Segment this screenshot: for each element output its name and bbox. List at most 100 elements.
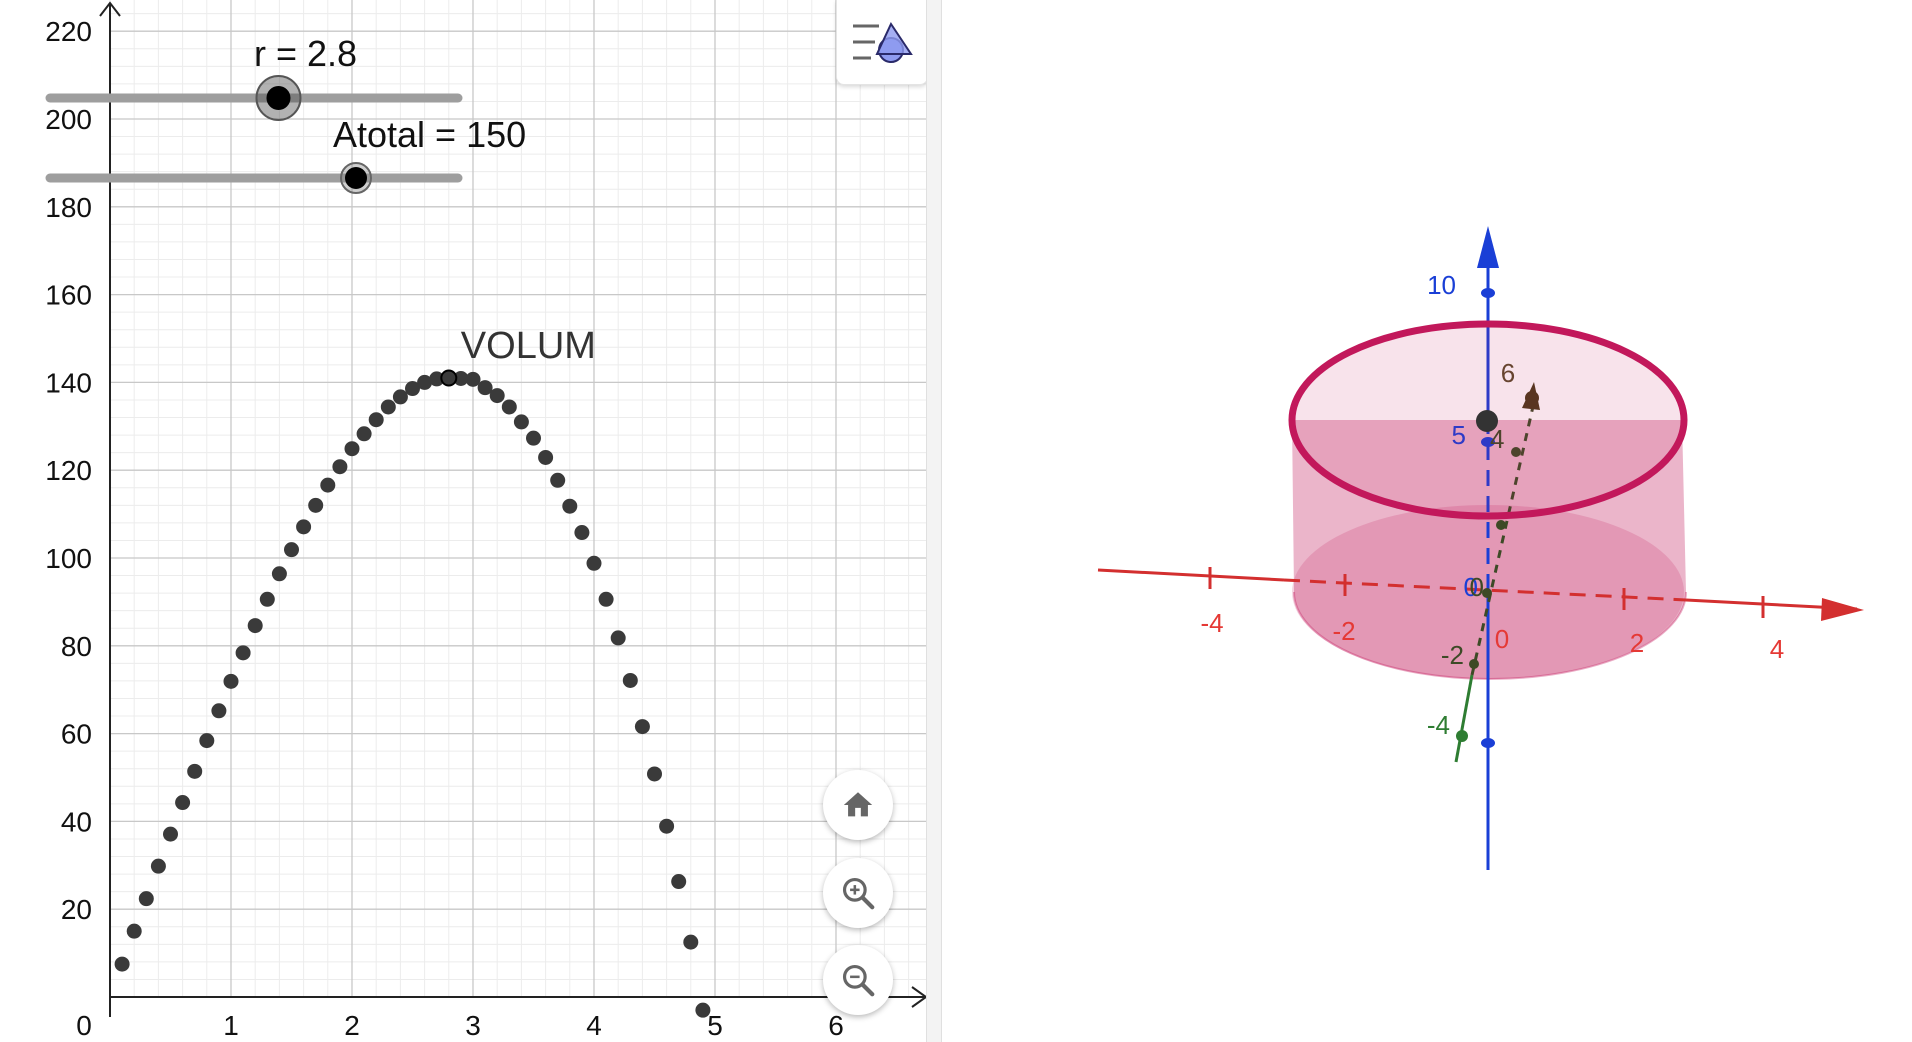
volume-point	[562, 498, 578, 514]
volume-point	[199, 733, 215, 749]
volume-point	[513, 414, 529, 430]
volume-point	[405, 381, 420, 397]
volume-point	[622, 672, 638, 688]
volume-point	[392, 389, 408, 405]
slider-r[interactable]: r = 2.8	[45, 33, 463, 121]
x-tick-label-neg4: -4	[1200, 608, 1223, 638]
major-grid	[110, 0, 934, 997]
y-tick-label-80: 80	[61, 631, 92, 662]
x-tick-label-3: 3	[465, 1010, 481, 1041]
slider-atotal-handle[interactable]	[345, 167, 367, 189]
volume-point	[235, 645, 251, 661]
volume-point	[247, 618, 263, 634]
x-tick-label-1: 1	[223, 1010, 239, 1041]
zoom-out-icon	[842, 964, 875, 997]
slider-atotal-label: Atotal = 150	[333, 114, 526, 155]
z-tick-label-5: 5	[1452, 420, 1466, 450]
zoom-out-button[interactable]	[823, 945, 893, 1015]
slider-r-label: r = 2.8	[254, 33, 357, 74]
volume-point	[175, 795, 191, 811]
x-tick-label-2: 2	[344, 1010, 360, 1041]
volume-point	[465, 371, 481, 387]
volume-point	[501, 399, 517, 415]
axes-2d	[99, 1, 928, 1017]
x-tick-label-2: 2	[1630, 628, 1644, 658]
x-tick-label-4: 4	[1770, 634, 1784, 664]
volume-point	[259, 591, 275, 607]
view-divider[interactable]	[926, 0, 942, 1042]
x-tick-label-0: 0	[1495, 624, 1509, 654]
y-tick-label-100: 100	[45, 543, 92, 574]
volume-point	[150, 858, 166, 874]
volume-point	[332, 459, 348, 475]
y-tick-label-neg4: -4	[1427, 710, 1450, 740]
volume-point	[138, 891, 154, 907]
volume-point	[598, 591, 614, 607]
volume-point	[477, 380, 493, 396]
volume-point	[368, 412, 384, 428]
volume-point	[211, 703, 227, 719]
volume-point	[417, 374, 433, 390]
volume-point	[695, 1002, 711, 1018]
x-tick-label-5: 5	[707, 1010, 723, 1041]
y-tick-label-6: 6	[1501, 358, 1515, 388]
volume-point	[610, 630, 626, 646]
volume-point	[163, 826, 178, 842]
volume-point	[526, 430, 541, 446]
volume-point	[647, 766, 662, 782]
x-tick-label-4: 4	[586, 1010, 602, 1041]
volume-point	[296, 519, 312, 535]
volume-point	[538, 449, 554, 465]
y-tick-label-200: 200	[45, 104, 92, 135]
y-tick-label-40: 40	[61, 806, 92, 837]
volume-point	[634, 719, 650, 735]
graph-3d-canvas[interactable]: -4 -2 0 2 4 10 5 0	[942, 0, 1912, 1042]
z-tick-label-10: 10	[1427, 270, 1456, 300]
slider-r-handle[interactable]	[266, 86, 291, 110]
volum-point-label: VOLUM	[461, 325, 596, 367]
volume-point	[586, 555, 602, 571]
cylinder-top-point[interactable]	[1476, 410, 1498, 432]
y-tick-label-neg2: -2	[1441, 640, 1464, 670]
volume-point	[126, 923, 142, 939]
volume-point	[683, 934, 699, 950]
volume-point-series	[114, 369, 711, 1018]
volume-point	[320, 477, 336, 493]
x-tick-label-0: 0	[76, 1010, 92, 1041]
style-bar-toggle-button[interactable]	[836, 0, 928, 85]
volume-point	[429, 371, 445, 387]
volume-point	[671, 874, 687, 890]
graphics-view-3d[interactable]: -4 -2 0 2 4 10 5 0	[942, 0, 1912, 1042]
y-tick-label-4: 4	[1490, 424, 1504, 454]
home-icon	[843, 792, 873, 817]
volume-point	[223, 673, 239, 689]
volume-point	[344, 441, 360, 457]
volume-point	[489, 388, 505, 404]
zoom-in-icon	[842, 877, 875, 910]
z-axis-3d: 10 5 0	[1427, 226, 1499, 870]
y-tick-label-60: 60	[61, 719, 92, 750]
x-tick-label-6: 6	[828, 1010, 844, 1041]
volume-point	[453, 370, 469, 386]
zoom-in-button[interactable]	[823, 858, 893, 928]
y-tick-label-20: 20	[61, 894, 92, 925]
x-tick-label-neg2: -2	[1332, 616, 1355, 646]
y-axis-3d: -4 -2 0 4 6	[1427, 358, 1540, 763]
y-tick-label-120: 120	[45, 455, 92, 486]
x-axis-tick-labels: 0 1 2 3 4 5 6	[76, 1010, 844, 1041]
volume-point	[308, 497, 324, 513]
home-button[interactable]	[823, 770, 893, 840]
slider-atotal[interactable]: Atotal = 150	[45, 114, 526, 194]
y-tick-label-0: 0	[1470, 572, 1484, 602]
volume-point	[187, 763, 203, 779]
volume-point	[271, 566, 287, 582]
volume-point	[550, 472, 566, 488]
style-bar-toggle-icon	[853, 21, 913, 63]
volume-point	[114, 956, 130, 972]
volume-point	[380, 399, 396, 415]
volum-point[interactable]	[440, 369, 458, 387]
z-tick-label-0: 0	[1464, 572, 1478, 602]
